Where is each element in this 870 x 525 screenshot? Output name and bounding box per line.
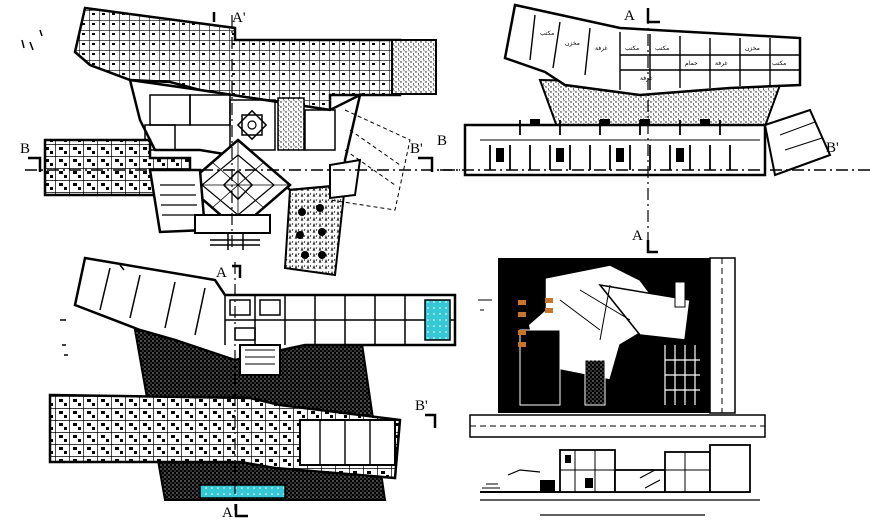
- section-mark-b-right-2: B': [826, 140, 839, 156]
- svg-text:مخزن: مخزن: [565, 40, 580, 47]
- section-arrow: [646, 8, 660, 24]
- svg-text:مخزن: مخزن: [745, 45, 760, 52]
- dashed-wedge: [329, 109, 411, 211]
- section-mark-a-bottom-3: A: [222, 505, 233, 521]
- svg-text:غرفة: غرفة: [640, 75, 653, 82]
- pool-main: [199, 484, 286, 499]
- basement-room-grid: [529, 14, 800, 90]
- svg-text:مكتب: مكتب: [772, 60, 786, 67]
- site-parking-cars: [518, 298, 553, 347]
- parking-garage: [463, 123, 767, 177]
- parking-stripes: [160, 184, 198, 216]
- section-mark-b-right: B': [410, 141, 423, 157]
- section-arrow: [232, 264, 242, 278]
- site-parking-strip: [519, 329, 561, 406]
- drawing-annotations: [21, 29, 125, 356]
- section-mark-a-bottom-2: A: [632, 228, 643, 244]
- upper-wing-rooms: [99, 267, 455, 345]
- section-mark-a-top-3: A: [216, 265, 227, 281]
- section-mark-a-top: A': [232, 10, 246, 26]
- svg-text:مكتب: مكتب: [655, 45, 669, 52]
- right-garden: [283, 183, 347, 277]
- svg-text:حمام: حمام: [685, 60, 698, 67]
- section-arrow: [646, 240, 658, 254]
- pool-small: [424, 299, 451, 341]
- svg-text:مكتب: مكتب: [540, 30, 554, 37]
- plan-first-floor: A B' A: [48, 256, 457, 521]
- section-mark-a-top-2: A: [624, 8, 635, 24]
- first-floor-upper-wing: [73, 256, 457, 362]
- basement-upper-wing: [503, 3, 802, 97]
- star-ornament: [236, 109, 268, 141]
- lower-wing-right: [299, 419, 396, 466]
- garage-ramp: [763, 108, 832, 177]
- site-kiosk: [674, 281, 686, 308]
- ramp-slope: [507, 469, 541, 476]
- hatched-courtyard: [391, 39, 437, 95]
- ramp-wing: [329, 158, 362, 200]
- site-court: [584, 359, 606, 406]
- section-mark-b-right-3: B': [415, 398, 428, 414]
- section-block-3: [664, 451, 711, 493]
- site-parking-lines: [664, 345, 700, 405]
- section-mark-b-left-2: B: [437, 133, 447, 149]
- site-plan: [469, 257, 766, 438]
- section-arrow: [418, 156, 434, 172]
- garden-trees: [296, 204, 326, 259]
- rooms-central: [144, 94, 336, 151]
- svg-text:مكتب: مكتب: [625, 45, 639, 52]
- section-arrow: [234, 504, 248, 518]
- courtyard-texture: [277, 97, 305, 151]
- section-elevation: [480, 444, 760, 516]
- plan-basement: مكتب مخزن غرفة مكتب مكتب حمام غرفة مخزن …: [437, 3, 870, 254]
- svg-text:غرفة: غرفة: [595, 45, 608, 52]
- room-labels: مكتب مخزن غرفة مكتب مكتب حمام غرفة مخزن …: [540, 30, 786, 82]
- section-mark-b-left: B: [20, 141, 30, 157]
- section-arrow: [425, 413, 437, 428]
- svg-text:غرفة: غرفة: [715, 60, 728, 67]
- plan-ground-floor: A' B B': [20, 6, 460, 277]
- parking-bays: [480, 120, 760, 170]
- section-arrow: [28, 156, 42, 172]
- section-block-4: [709, 444, 751, 493]
- parked-cars: [496, 119, 710, 162]
- entrance-stair: [210, 233, 260, 250]
